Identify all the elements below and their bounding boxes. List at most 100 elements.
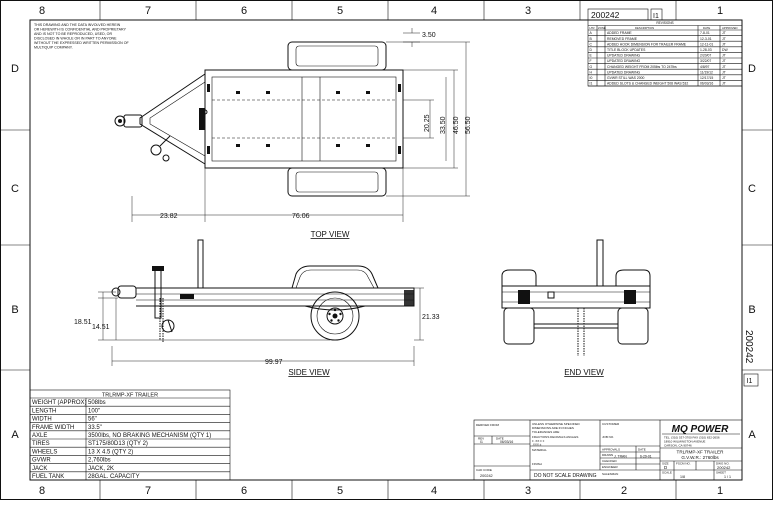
revision-cell: JT xyxy=(722,54,726,58)
revision-cell: 12/17/15 xyxy=(700,76,713,80)
revision-cell: ADDED SLOTS & CHANGED WEIGHT 508 WAS 532 xyxy=(607,82,688,86)
dim-76-06: 76.06 xyxy=(292,213,310,220)
revision-cell: GVWR STILL WAS 2000 xyxy=(607,76,645,80)
svg-text:JOB NO.: JOB NO. xyxy=(602,435,614,439)
revision-cell: I0 xyxy=(590,76,593,80)
zone-row-label: B xyxy=(11,304,18,316)
svg-text:DRAWN: DRAWN xyxy=(602,453,613,457)
spec-table: TRLRMP-XF TRAILER WEIGHT (APPROX)508lbsL… xyxy=(29,389,231,481)
revision-cell: JT xyxy=(722,42,726,46)
svg-text:6-29-01: 6-29-01 xyxy=(640,455,652,459)
revision-cell: C xyxy=(590,42,593,46)
svg-text:LTR: LTR xyxy=(590,26,595,30)
svg-text:1 / 1: 1 / 1 xyxy=(724,475,731,479)
title-block: UNLESS OTHERWISE SPECIFIED DIMENSIONS AR… xyxy=(473,419,743,481)
revision-cell: 06/03/16 xyxy=(700,82,713,86)
svg-text:SALESMAN: SALESMAN xyxy=(602,472,618,476)
spec-label: LENGTH xyxy=(32,408,56,414)
svg-text:SHEET: SHEET xyxy=(716,471,726,475)
svg-text:CUSTOMER: CUSTOMER xyxy=(602,422,620,426)
end-wheel-left xyxy=(503,307,535,345)
spec-label: WEIGHT (APPROX) xyxy=(32,400,87,406)
svg-text:OR HEREWITH IS CONFIDENTIAL AN: OR HEREWITH IS CONFIDENTIAL AND PROPRIET… xyxy=(34,28,127,32)
dim-99-97: 99.97 xyxy=(265,359,283,366)
spec-value: 13 X 4.5 (QTY 2) xyxy=(88,449,133,455)
rev-box-side xyxy=(743,373,759,387)
svg-text:AND IS NOT TO BE REPRODUCED, U: AND IS NOT TO BE REPRODUCED, USED, OR xyxy=(34,32,112,36)
revision-cell: UPDATED DRAWING xyxy=(607,54,641,58)
revision-cell: TITLE BLOCK UPDATES xyxy=(607,48,646,52)
company-logo: MQ POWER xyxy=(672,424,729,435)
svg-text:FSCM NO.: FSCM NO. xyxy=(676,462,691,466)
spec-value: JACK, 2K xyxy=(88,466,114,472)
spec-value: 28GAL. CAPACITY xyxy=(88,474,140,480)
dim-46-50: 46.50 xyxy=(453,116,460,134)
end-wheel-right xyxy=(617,307,649,345)
rev-side: I1 xyxy=(747,378,753,385)
zone-col-label: 7 xyxy=(145,5,151,17)
zone-col-label: 3 xyxy=(525,485,531,497)
zone-row-label: D xyxy=(748,63,756,75)
spec-value: 56" xyxy=(88,417,97,423)
svg-text:DESCRIPTION: DESCRIPTION xyxy=(635,26,654,30)
revision-cell: JT xyxy=(722,31,726,35)
dim-21-33: 21.33 xyxy=(422,314,440,321)
dim-56-50: 56.50 xyxy=(465,116,472,134)
spec-label: FUEL TANK xyxy=(32,474,64,480)
zone-col-label: 6 xyxy=(241,5,247,17)
revision-cell: 12-11-01 xyxy=(700,42,713,46)
spec-label: GVWR xyxy=(32,458,51,464)
dim-33-50: 33.50 xyxy=(440,116,447,134)
svg-text:CAD CODE: CAD CODE xyxy=(476,468,492,472)
inner-border xyxy=(29,19,743,481)
svg-text:TRLRMP-XF TRAILER: TRLRMP-XF TRAILER xyxy=(677,450,725,455)
zone-col-label: 2 xyxy=(621,485,627,497)
svg-text:D: D xyxy=(664,465,668,470)
revision-cell: E xyxy=(590,54,593,58)
svg-text:200242: 200242 xyxy=(717,465,731,470)
dwg-number-side: 200242 xyxy=(743,330,754,364)
zone-col-label: 1 xyxy=(717,5,723,17)
svg-text:G.V.W.R.: 2760lbs: G.V.W.R.: 2760lbs xyxy=(681,455,719,460)
svg-text:REVISIONS: REVISIONS xyxy=(656,21,673,25)
svg-text:DWG NO.: DWG NO. xyxy=(716,462,730,466)
svg-text:MULTIQUIP COMPANY.: MULTIQUIP COMPANY. xyxy=(34,46,73,50)
dwg-number-top: 200242 xyxy=(591,10,620,20)
zone-col-label: 5 xyxy=(337,485,343,497)
spec-label: AXLE xyxy=(32,433,47,439)
rev-top: I1 xyxy=(653,13,659,20)
revision-cell: UPDATED DRAWING xyxy=(607,59,641,63)
side-stand-post xyxy=(197,239,204,289)
zone-row-label: D xyxy=(11,63,19,75)
svg-text:DERIVED FROM: DERIVED FROM xyxy=(476,423,500,427)
zone-col-label: 1 xyxy=(717,485,723,497)
svg-text:SIZE: SIZE xyxy=(662,462,669,466)
svg-text:TOLERANCES ARE:: TOLERANCES ARE: xyxy=(532,430,560,434)
dim-20-25: 20.25 xyxy=(424,114,431,132)
spec-value: 33.5" xyxy=(88,425,102,431)
top-view-label: TOP VIEW xyxy=(311,230,350,239)
svg-text:REV: REV xyxy=(478,437,484,441)
zone-col-label: 3 xyxy=(525,5,531,17)
top-tongue xyxy=(139,73,206,165)
revision-cell: ADDED FRAME xyxy=(607,31,632,35)
revision-cell: REMOVED FRAME xyxy=(607,37,638,41)
svg-text:CARSON, CA 90746: CARSON, CA 90746 xyxy=(664,444,692,448)
side-coupler xyxy=(117,285,137,299)
revision-cell: 2/20/07 xyxy=(700,54,711,58)
dim-23-82: 23.82 xyxy=(160,213,178,220)
spec-label: WIDTH xyxy=(32,417,52,423)
svg-text:± .XX ± ±: ± .XX ± ± xyxy=(532,439,545,443)
revision-cell: JT xyxy=(722,37,726,41)
end-view-label: END VIEW xyxy=(564,368,604,377)
revision-cell: CHANGED WEIGHT FROM 205lbs TO 247lbs xyxy=(607,65,677,69)
svg-text:ZONE: ZONE xyxy=(598,26,606,30)
spec-value: ST175/80D13 (QTY 2) xyxy=(88,441,148,447)
svg-text:FINISH: FINISH xyxy=(532,462,542,466)
side-view: 18.51 14.51 21.33 99.97 SIDE VIEW xyxy=(74,239,440,377)
revision-cell: B xyxy=(590,37,593,41)
top-view: 3.50 20.25 33.50 46.50 56.50 23.82 76.06… xyxy=(114,28,472,239)
